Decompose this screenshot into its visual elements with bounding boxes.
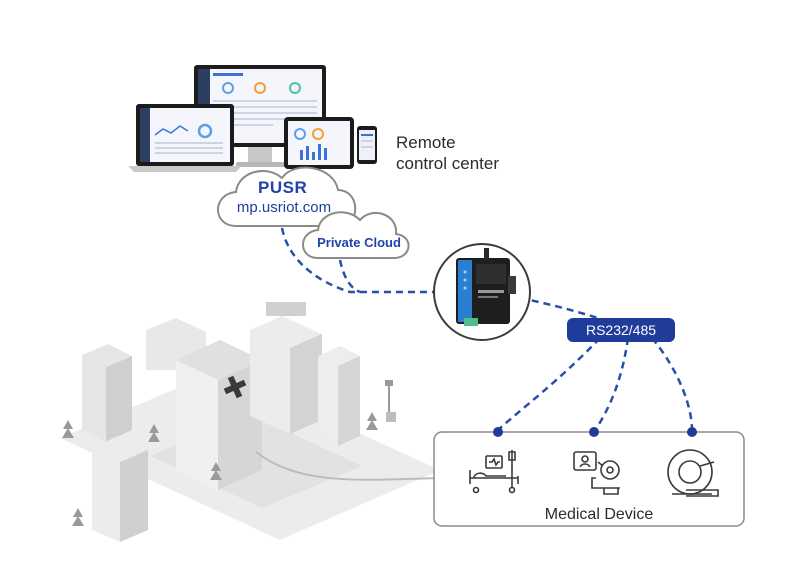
connection-node (589, 427, 599, 437)
remote-control-center-label: Remote control center (396, 132, 499, 174)
protocol-badge: RS232/485 (567, 318, 675, 342)
mri-scanner-icon (667, 449, 719, 497)
hospital-buildings-illustration (60, 302, 440, 542)
cloud-shapes (217, 166, 410, 259)
pusr-brand-label: PUSR (258, 178, 308, 197)
cloud-url-label: mp.usriot.com (236, 199, 332, 216)
remote-label-line1: Remote (396, 133, 456, 152)
usr-gateway-device (433, 243, 531, 341)
hospital-bed-icon (469, 450, 519, 494)
building-to-panel-connector (255, 451, 441, 481)
private-cloud-label: Private Cloud (317, 235, 401, 250)
connection-node (493, 427, 503, 437)
connection-node (687, 427, 697, 437)
connection-lines (280, 227, 694, 433)
patient-monitor-icon (573, 451, 620, 495)
remote-screens-illustration (128, 65, 377, 172)
medical-device-label: Medical Device (544, 506, 654, 523)
remote-label-line2: control center (396, 154, 499, 173)
